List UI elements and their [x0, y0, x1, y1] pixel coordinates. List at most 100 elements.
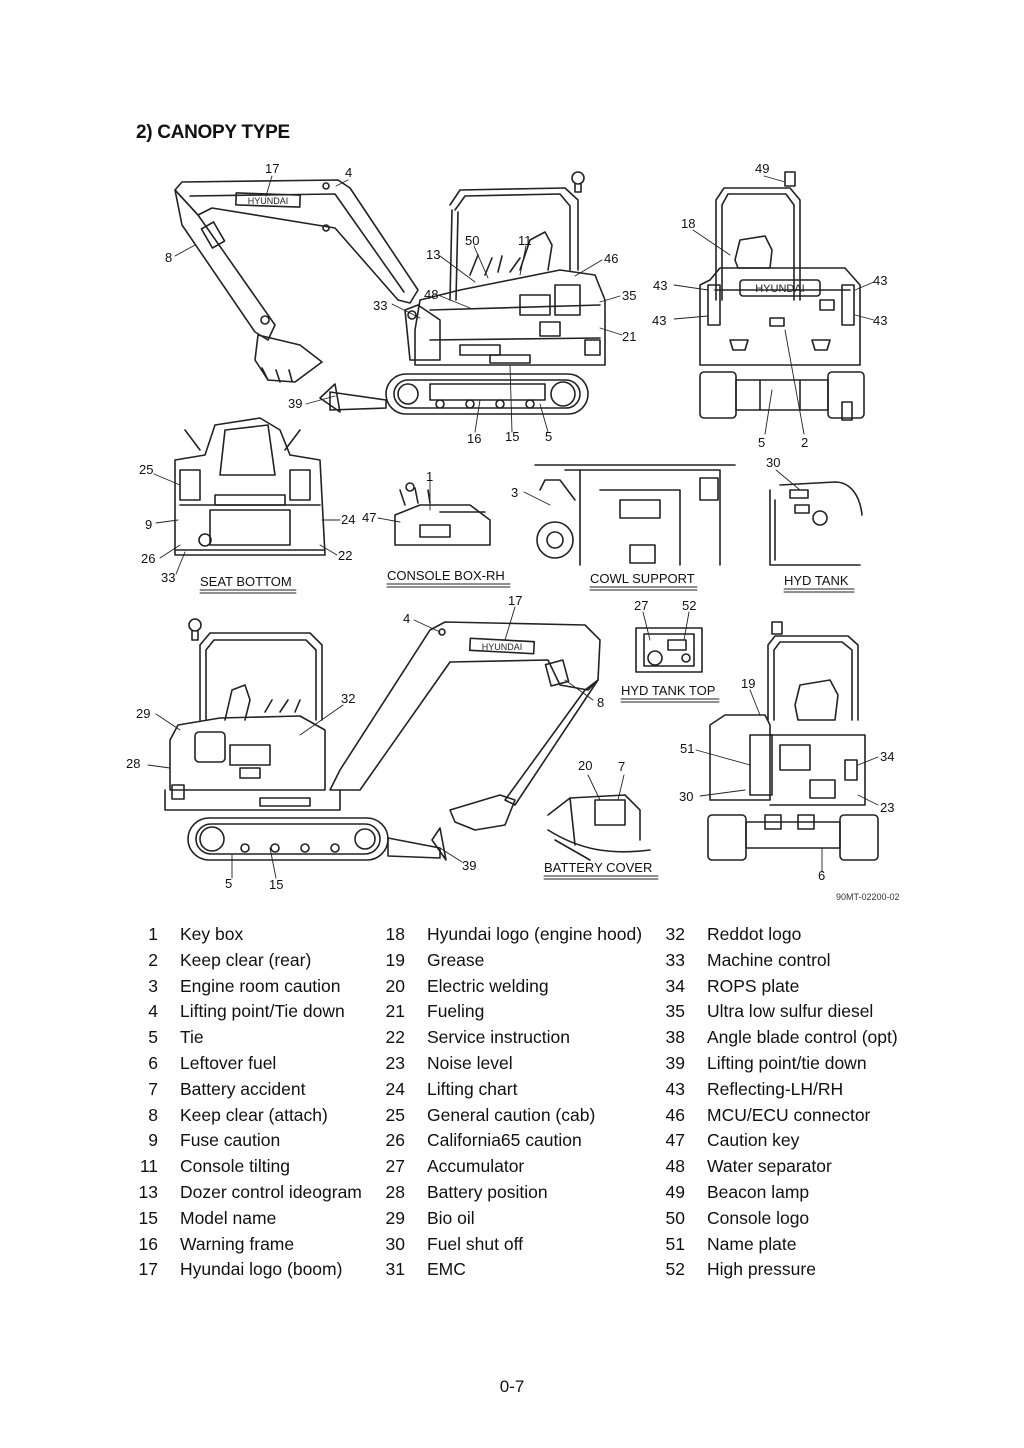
legend-item-number: 34	[665, 975, 685, 996]
page-number: 0-7	[499, 1377, 525, 1396]
legend-item-label: Keep clear (attach)	[180, 1104, 328, 1125]
front-view	[707, 621, 879, 861]
callout: 27	[634, 598, 648, 613]
caption-hyd-tank: HYD TANK	[784, 573, 849, 588]
cowl-support-view	[534, 464, 736, 566]
caption-console-box: CONSOLE BOX-RH	[387, 568, 505, 583]
callout: 15	[505, 429, 519, 444]
legend-item-label: Noise level	[427, 1052, 513, 1073]
callout: 43	[653, 278, 667, 293]
legend-item-number: 19	[385, 949, 405, 970]
callout: 21	[622, 329, 636, 344]
legend-item-label: EMC	[427, 1259, 466, 1280]
legend-item-number: 13	[138, 1181, 158, 1202]
callout: 5	[758, 435, 765, 450]
section-title: 2) CANOPY TYPE	[136, 122, 290, 143]
legend-item: 38 Angle blade control (opt)	[663, 1027, 898, 1053]
callout: 16	[467, 431, 481, 446]
callout: 28	[126, 756, 140, 771]
legend-item-number: 23	[385, 1052, 405, 1073]
seat-bottom-view	[174, 417, 326, 556]
legend-item-number: 20	[385, 975, 405, 996]
legend-item-label: Ultra low sulfur diesel	[707, 1001, 874, 1022]
legend-item-number: 16	[138, 1233, 158, 1254]
caption-cowl-support: COWL SUPPORT	[590, 571, 695, 586]
legend-item-number: 2	[148, 949, 158, 970]
legend-item-label: Reddot logo	[707, 924, 802, 944]
boom-logo: HYUNDAI	[248, 196, 289, 206]
legend-item-number: 32	[665, 924, 685, 944]
legend-item-number: 48	[665, 1156, 685, 1177]
callout: 43	[652, 313, 666, 328]
rear-view: HYUNDAI	[699, 171, 865, 421]
callout: 9	[145, 517, 152, 532]
legend-item-number: 47	[665, 1130, 685, 1151]
side-view-left: HYUNDAI	[174, 171, 606, 415]
callout: 39	[288, 396, 302, 411]
callout: 20	[578, 758, 592, 773]
callout: 25	[139, 462, 153, 477]
legend-item-label: MCU/ECU connector	[707, 1104, 871, 1125]
legend-item-label: Name plate	[707, 1233, 797, 1254]
legend-item: 23 Noise level	[383, 1053, 642, 1079]
legend-item-label: High pressure	[707, 1259, 816, 1280]
legend-item-label: Lifting point/tie down	[707, 1052, 867, 1073]
legend-item: 19 Grease	[383, 950, 642, 976]
callout: 26	[141, 551, 155, 566]
excavator-line-drawing: HYUNDAI	[126, 161, 900, 902]
legend-item-label: Key box	[180, 924, 244, 944]
legend-item-number: 15	[138, 1207, 158, 1228]
callout: 35	[622, 288, 636, 303]
legend-item-number: 25	[385, 1104, 405, 1125]
callout: 8	[597, 695, 604, 710]
legend-item-number: 38	[665, 1027, 685, 1048]
legend-item-label: Electric welding	[427, 975, 549, 996]
hyd-tank-view	[769, 481, 863, 566]
legend-item-label: Hyundai logo (engine hood)	[427, 924, 643, 944]
legend-item-label: Hyundai logo (boom)	[180, 1259, 343, 1280]
callout: 5	[545, 429, 552, 444]
legend-item-label: Keep clear (rear)	[180, 949, 312, 970]
legend-item-number: 30	[385, 1233, 405, 1254]
callout: 48	[424, 287, 438, 302]
legend-item-label: Bio oil	[427, 1207, 475, 1228]
legend-item-label: Dozer control ideogram	[180, 1181, 362, 1202]
callout: 29	[136, 706, 150, 721]
legend-item-label: Angle blade control (opt)	[707, 1027, 898, 1048]
legend-item-number: 29	[385, 1207, 405, 1228]
callout: 7	[618, 759, 625, 774]
hood-logo: HYUNDAI	[755, 283, 805, 295]
callout-numbers: 17 4 49 8 13 50 11 46 18 43 43 33 48 35 …	[126, 161, 894, 892]
legend-item-number: 27	[385, 1156, 405, 1177]
callout: 50	[465, 233, 479, 248]
legend-item-number: 7	[148, 1078, 158, 1099]
callout: 43	[873, 313, 887, 328]
caption-hyd-tank-top: HYD TANK TOP	[621, 683, 715, 698]
legend-item-label: Grease	[427, 949, 485, 970]
callout: 5	[225, 876, 232, 891]
